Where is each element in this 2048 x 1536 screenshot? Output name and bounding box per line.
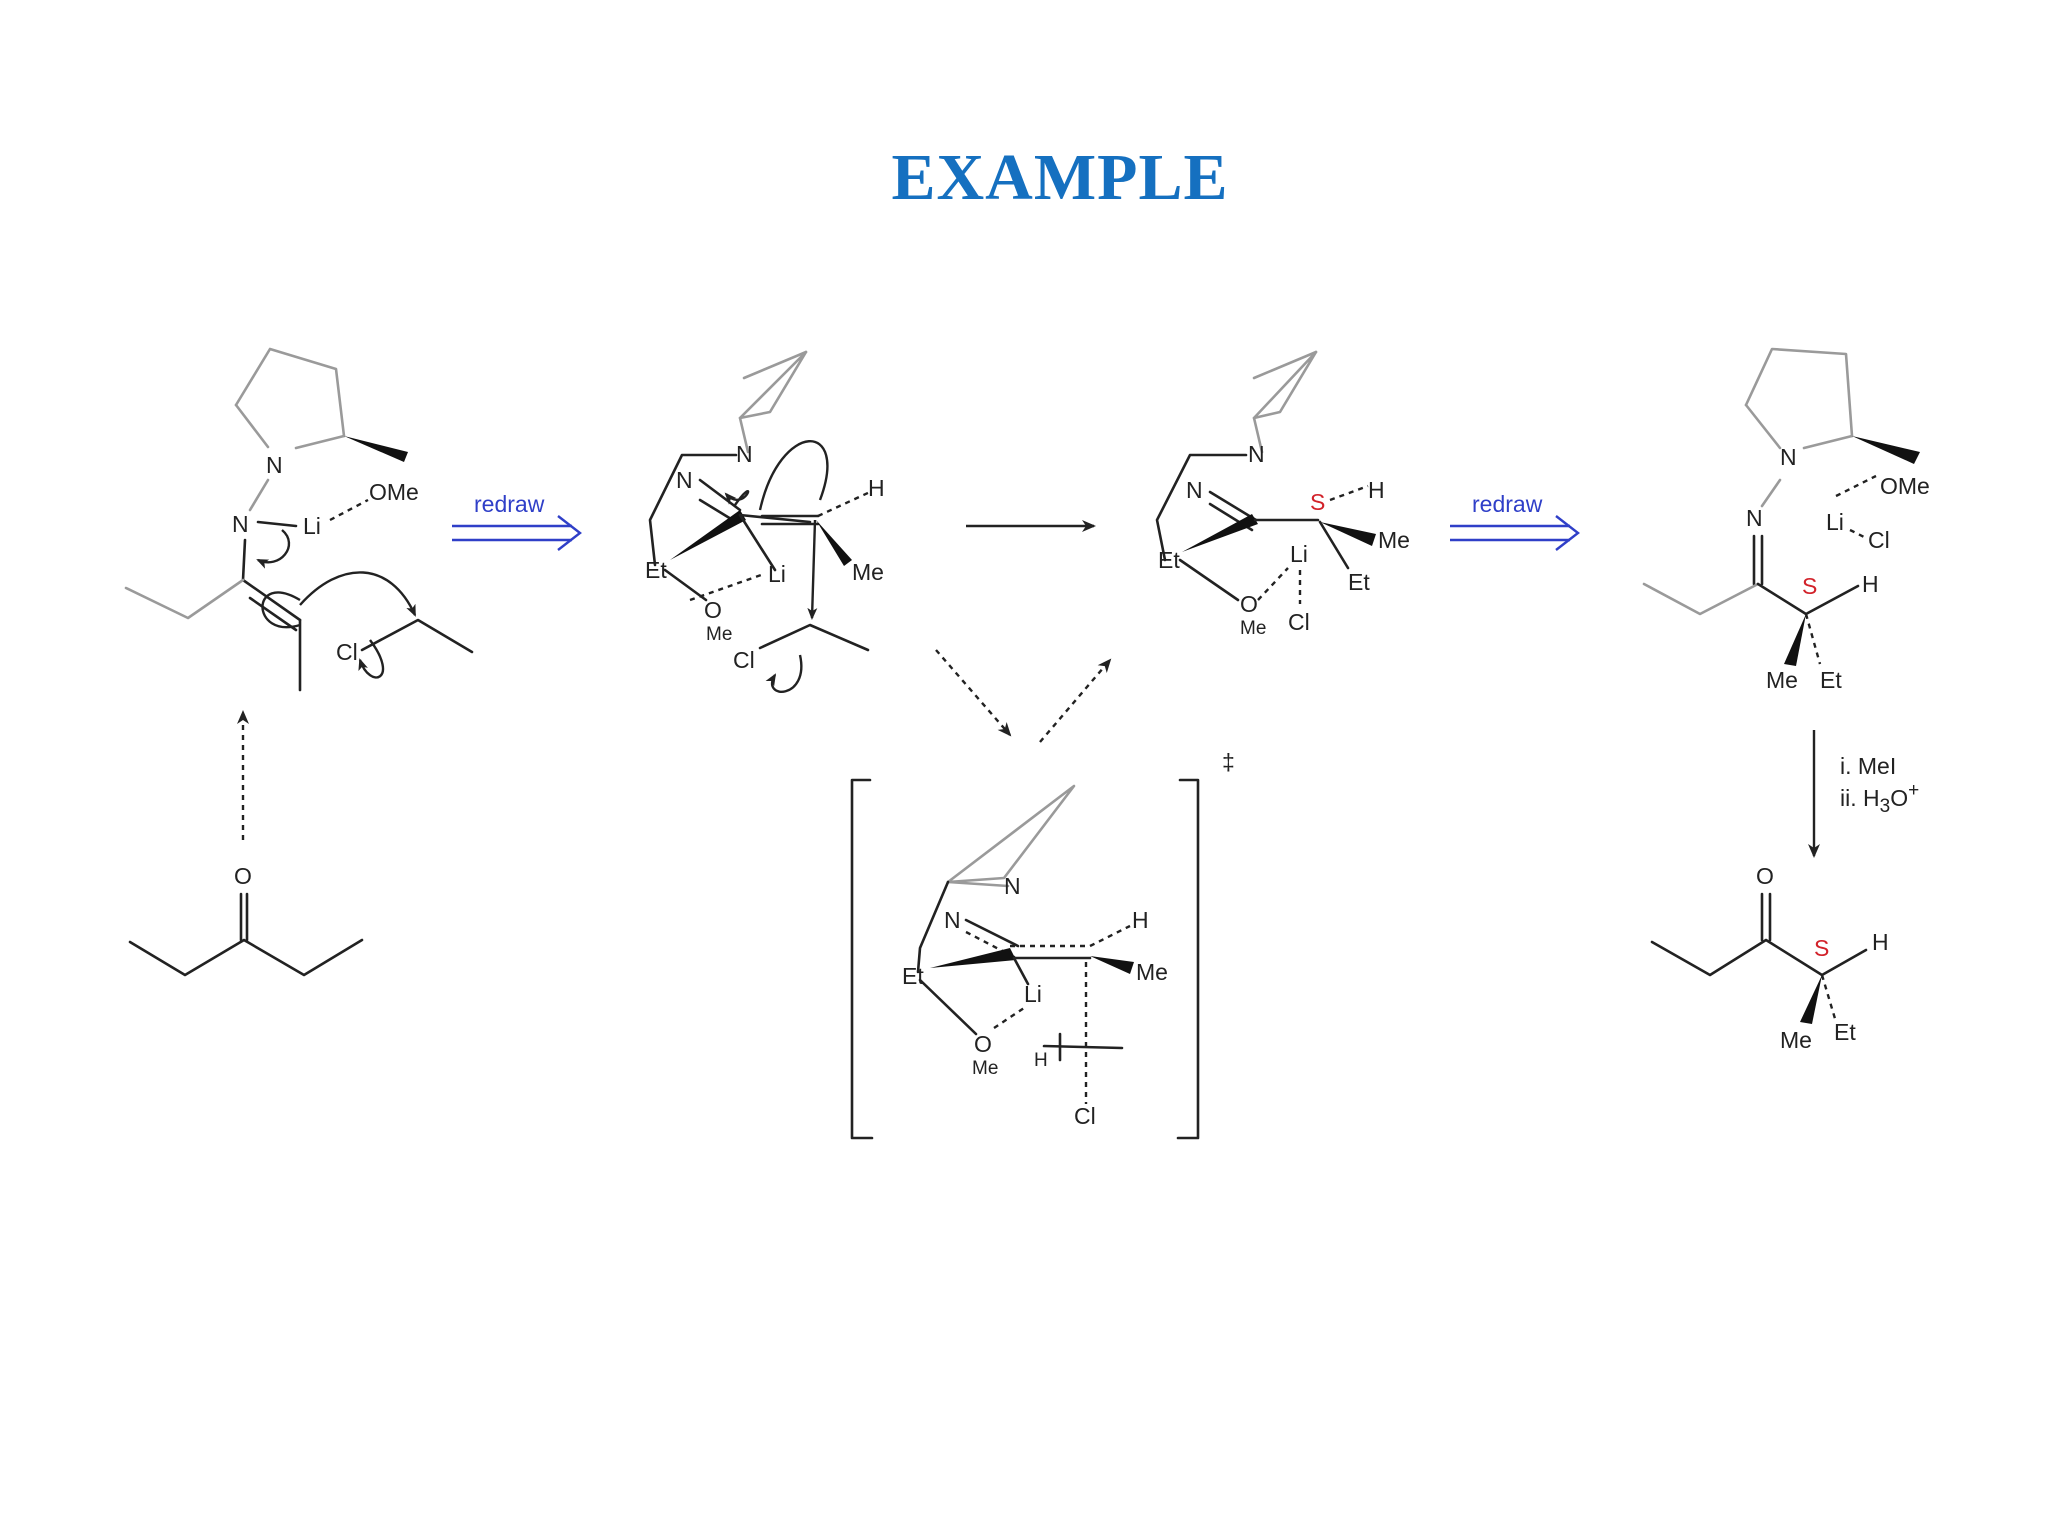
atom-o: O	[1240, 591, 1258, 617]
product-ketone-structure: O S H Me Et	[1650, 863, 1889, 1053]
atom-me: Me	[1240, 618, 1266, 639]
atom-me: Me	[1378, 527, 1410, 553]
atom-n: N	[1780, 444, 1797, 470]
atom-o: O	[1756, 863, 1774, 889]
atom-me: Me	[972, 1058, 998, 1079]
redraw-arrow-1: redraw	[452, 491, 582, 551]
stereocenter-s: S	[1310, 489, 1325, 515]
transition-state-structure: ‡ N N Et H Me Li O Me H Cl	[850, 749, 1235, 1140]
atom-et: Et	[645, 557, 667, 583]
atom-cl: Cl	[1868, 527, 1890, 553]
page-title: EXAMPLE	[891, 141, 1229, 214]
atom-h: H	[1872, 929, 1889, 955]
redraw-arrow-2: redraw	[1450, 491, 1580, 551]
azaenolate-structure: N N Li OMe Cl	[124, 347, 474, 692]
atom-h: H	[1034, 1050, 1048, 1071]
atom-li: Li	[303, 513, 321, 539]
atom-o: O	[974, 1031, 992, 1057]
atom-ome: OMe	[1880, 473, 1930, 499]
stereocenter-s: S	[1802, 573, 1817, 599]
atom-et: Et	[902, 963, 924, 989]
product-hydrazone-structure: N OMe N Li Cl S H Me Et	[1642, 347, 1930, 693]
atom-cl: Cl	[1074, 1103, 1096, 1129]
atom-cl: Cl	[733, 647, 755, 673]
atom-h: H	[1368, 477, 1385, 503]
atom-o: O	[234, 863, 252, 889]
atom-li: Li	[1290, 541, 1308, 567]
atom-li: Li	[1024, 981, 1042, 1007]
chelate-structure: N N Et Li O Me H Me Cl	[645, 350, 885, 693]
atom-n: N	[1004, 873, 1021, 899]
atom-me: Me	[1766, 667, 1798, 693]
to-ts-arrow	[935, 649, 1012, 737]
atom-cl: Cl	[336, 639, 358, 665]
atom-li: Li	[768, 561, 786, 587]
atom-et: Et	[1834, 1019, 1856, 1045]
atom-me: Me	[706, 624, 732, 645]
condition-step-2: ii. H3O+	[1840, 780, 1919, 817]
atom-cl: Cl	[1288, 609, 1310, 635]
atom-n: N	[736, 441, 753, 467]
from-ts-arrow	[1039, 658, 1112, 743]
atom-n: N	[232, 511, 249, 537]
stereocenter-s: S	[1814, 935, 1829, 961]
atom-n: N	[944, 907, 961, 933]
condition-step-1: i. MeI	[1840, 753, 1896, 779]
atom-n: N	[1248, 441, 1265, 467]
atom-h: H	[1862, 571, 1879, 597]
atom-et: Et	[1158, 547, 1180, 573]
ts-double-dagger: ‡	[1222, 749, 1235, 775]
atom-li: Li	[1826, 509, 1844, 535]
atom-n: N	[676, 467, 693, 493]
pentanone-structure: O	[128, 863, 364, 977]
ts-left-bracket	[850, 778, 874, 1140]
ts-right-bracket	[1176, 778, 1200, 1140]
atom-et: Et	[1820, 667, 1842, 693]
atom-h: H	[868, 475, 885, 501]
atom-ome: OMe	[369, 479, 419, 505]
atom-h: H	[1132, 907, 1149, 933]
atom-n: N	[1746, 505, 1763, 531]
atom-me: Me	[1136, 959, 1168, 985]
atom-me: Me	[1780, 1027, 1812, 1053]
atom-n: N	[266, 452, 283, 478]
redraw-label: redraw	[474, 491, 545, 517]
redraw-label: redraw	[1472, 491, 1543, 517]
atom-n: N	[1186, 477, 1203, 503]
atom-me: Me	[852, 559, 884, 585]
atom-et: Et	[1348, 569, 1370, 595]
atom-o: O	[704, 597, 722, 623]
alkylated-chelate-structure: N N Et O Me Li Cl S H Me Et	[1155, 350, 1410, 639]
